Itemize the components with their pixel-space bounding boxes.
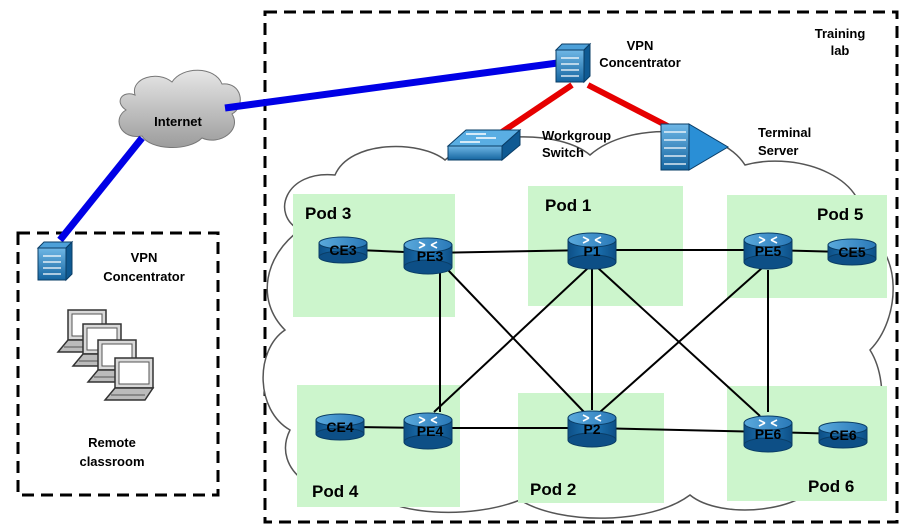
pe4-label: PE4 [417, 423, 444, 439]
vpn-lab-label-1: VPN [627, 38, 654, 53]
terminal-label-1: Terminal [758, 125, 811, 140]
pod4-label: Pod 4 [312, 482, 359, 501]
ce6-label: CE6 [829, 427, 856, 443]
training-lab-label-2: lab [831, 43, 850, 58]
internet-label: Internet [154, 114, 202, 129]
training-lab-label-1: Training [815, 26, 866, 41]
remote-classroom-label-1: Remote [88, 435, 136, 450]
vpn-remote-label-2: Concentrator [103, 269, 185, 284]
pe5-label: PE5 [755, 243, 782, 259]
pe3-label: PE3 [417, 248, 444, 264]
training-lab-boundary [263, 10, 899, 524]
ce4-label: CE4 [326, 419, 353, 435]
workgroup-switch[interactable] [446, 128, 522, 162]
pod3-label: Pod 3 [305, 204, 351, 223]
pod5-label: Pod 5 [817, 205, 863, 224]
wan-link-lab [224, 58, 566, 112]
p1-label: P1 [583, 243, 600, 259]
pod2-label: Pod 2 [530, 480, 576, 499]
terminal-label-2: Server [758, 143, 798, 158]
internet-cloud [118, 69, 241, 149]
vpn-remote-label-1: VPN [131, 250, 158, 265]
ce5-label: CE5 [838, 244, 865, 260]
remote-classroom-boundary [16, 231, 220, 497]
terminal-server[interactable] [660, 123, 729, 171]
laptop-stack [57, 309, 154, 401]
vpn-concentrator-lab[interactable] [555, 43, 591, 83]
pod1-label: Pod 1 [545, 196, 591, 215]
wan-link-remote [57, 135, 145, 243]
pe6-label: PE6 [755, 426, 782, 442]
p2-label: P2 [583, 421, 600, 437]
remote-classroom-label-2: classroom [79, 454, 144, 469]
switch-label-1: Workgroup [542, 128, 611, 143]
ce3-label: CE3 [329, 242, 356, 258]
vpn-lab-label-2: Concentrator [599, 55, 681, 70]
pod6-label: Pod 6 [808, 477, 854, 496]
switch-label-2: Switch [542, 145, 584, 160]
vpn-concentrator-remote[interactable] [37, 241, 73, 281]
